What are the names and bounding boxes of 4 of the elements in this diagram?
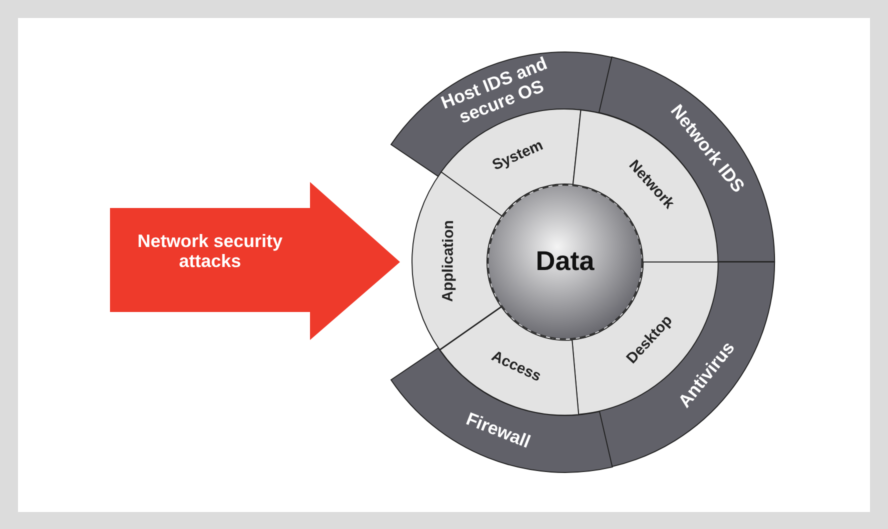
outer-ring-label: Host IDS and secure OS (438, 52, 552, 130)
core-label: Data (536, 247, 594, 277)
middle-ring-label: Application (440, 220, 458, 302)
arrow-label: Network security attacks (136, 232, 284, 272)
